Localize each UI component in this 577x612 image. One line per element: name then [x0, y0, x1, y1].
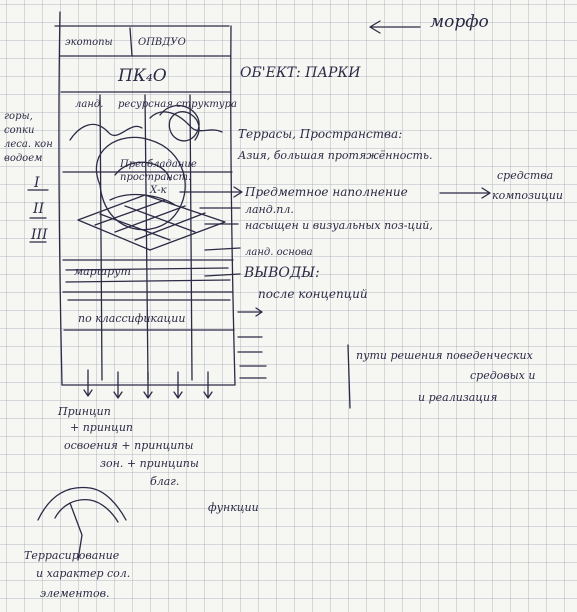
diamond-grid — [77, 194, 226, 251]
top-arrow-line — [369, 20, 421, 34]
relief-label: ресурсная структура — [118, 99, 237, 110]
left-note-1: горы, — [4, 111, 33, 122]
scribble-mass — [159, 104, 200, 142]
principle-5: благ. — [150, 475, 180, 488]
land-base: ланд. основа — [245, 247, 313, 258]
maroni: маршрут — [74, 265, 131, 278]
principle-4: зон. + принципы — [100, 457, 199, 470]
left-note-2: сопки — [4, 125, 35, 136]
principle-1: Принцип — [58, 405, 111, 418]
left-note-4: водоем — [4, 153, 43, 164]
terracing-2: и характер сол. — [36, 567, 131, 580]
predominant-3: Х-к — [150, 185, 167, 196]
sphere-outline — [95, 136, 186, 231]
top-note: морфо — [430, 12, 489, 32]
principle-6: функции — [208, 501, 259, 514]
solution-paths-2: средовых и — [470, 369, 536, 382]
solution-paths-1: пути решения поведенческих — [356, 349, 533, 362]
solution-paths-3: и реализация — [418, 391, 498, 404]
sheet-right-border — [230, 25, 236, 386]
roman-3: III — [31, 227, 48, 243]
header-col-divider — [129, 27, 133, 57]
predominant-1: Преобладание — [120, 159, 197, 170]
predominant-2: пространст. — [120, 172, 192, 183]
small-mountain-sketch — [37, 486, 127, 561]
roman-1: I — [34, 175, 40, 191]
down-arrows — [83, 369, 213, 399]
terraces-list-2: Азия, большая протяжённость. — [238, 149, 433, 162]
conclusions: ВЫВОДЫ: — [244, 265, 320, 281]
header-cell-2: ОПВДУО — [138, 37, 186, 48]
roman-2: II — [33, 201, 45, 217]
terracing-1: Террасирование — [24, 549, 120, 562]
layer-lines — [65, 267, 231, 301]
land-label: ланд. — [75, 99, 104, 110]
grid-v — [99, 94, 193, 381]
landscape-curves — [69, 111, 223, 141]
side-arrows — [179, 186, 267, 379]
roman-bars — [27, 189, 49, 243]
sheet-left-border — [58, 11, 63, 386]
means-2: композиции — [492, 189, 563, 202]
terracing-3: элементов. — [40, 587, 110, 600]
means-1: средства — [497, 169, 554, 182]
after-conclusions: после концепций — [258, 287, 368, 301]
left-note-3: леса. кон — [4, 139, 53, 150]
land-plan: ланд.пл. — [245, 203, 294, 216]
header-cell-1: экотопы — [65, 37, 113, 48]
grid-h — [62, 171, 235, 331]
subject-fill: Предметное наполнение — [245, 185, 408, 199]
object-title: ОБ'ЕКТ: ПАРКИ — [240, 65, 361, 81]
subject-arrow — [439, 187, 491, 199]
principle-2: + принцип — [70, 421, 134, 434]
vertical-bar — [347, 344, 351, 409]
visual-lines: насыщен и визуальных поз-ций, — [245, 219, 433, 232]
formula: ПК₄О — [118, 66, 167, 86]
principle-3: освоения + принципы — [64, 439, 194, 452]
terraces-list: Террасы, Пространства: — [238, 127, 403, 141]
classif: по классификации — [78, 312, 186, 325]
